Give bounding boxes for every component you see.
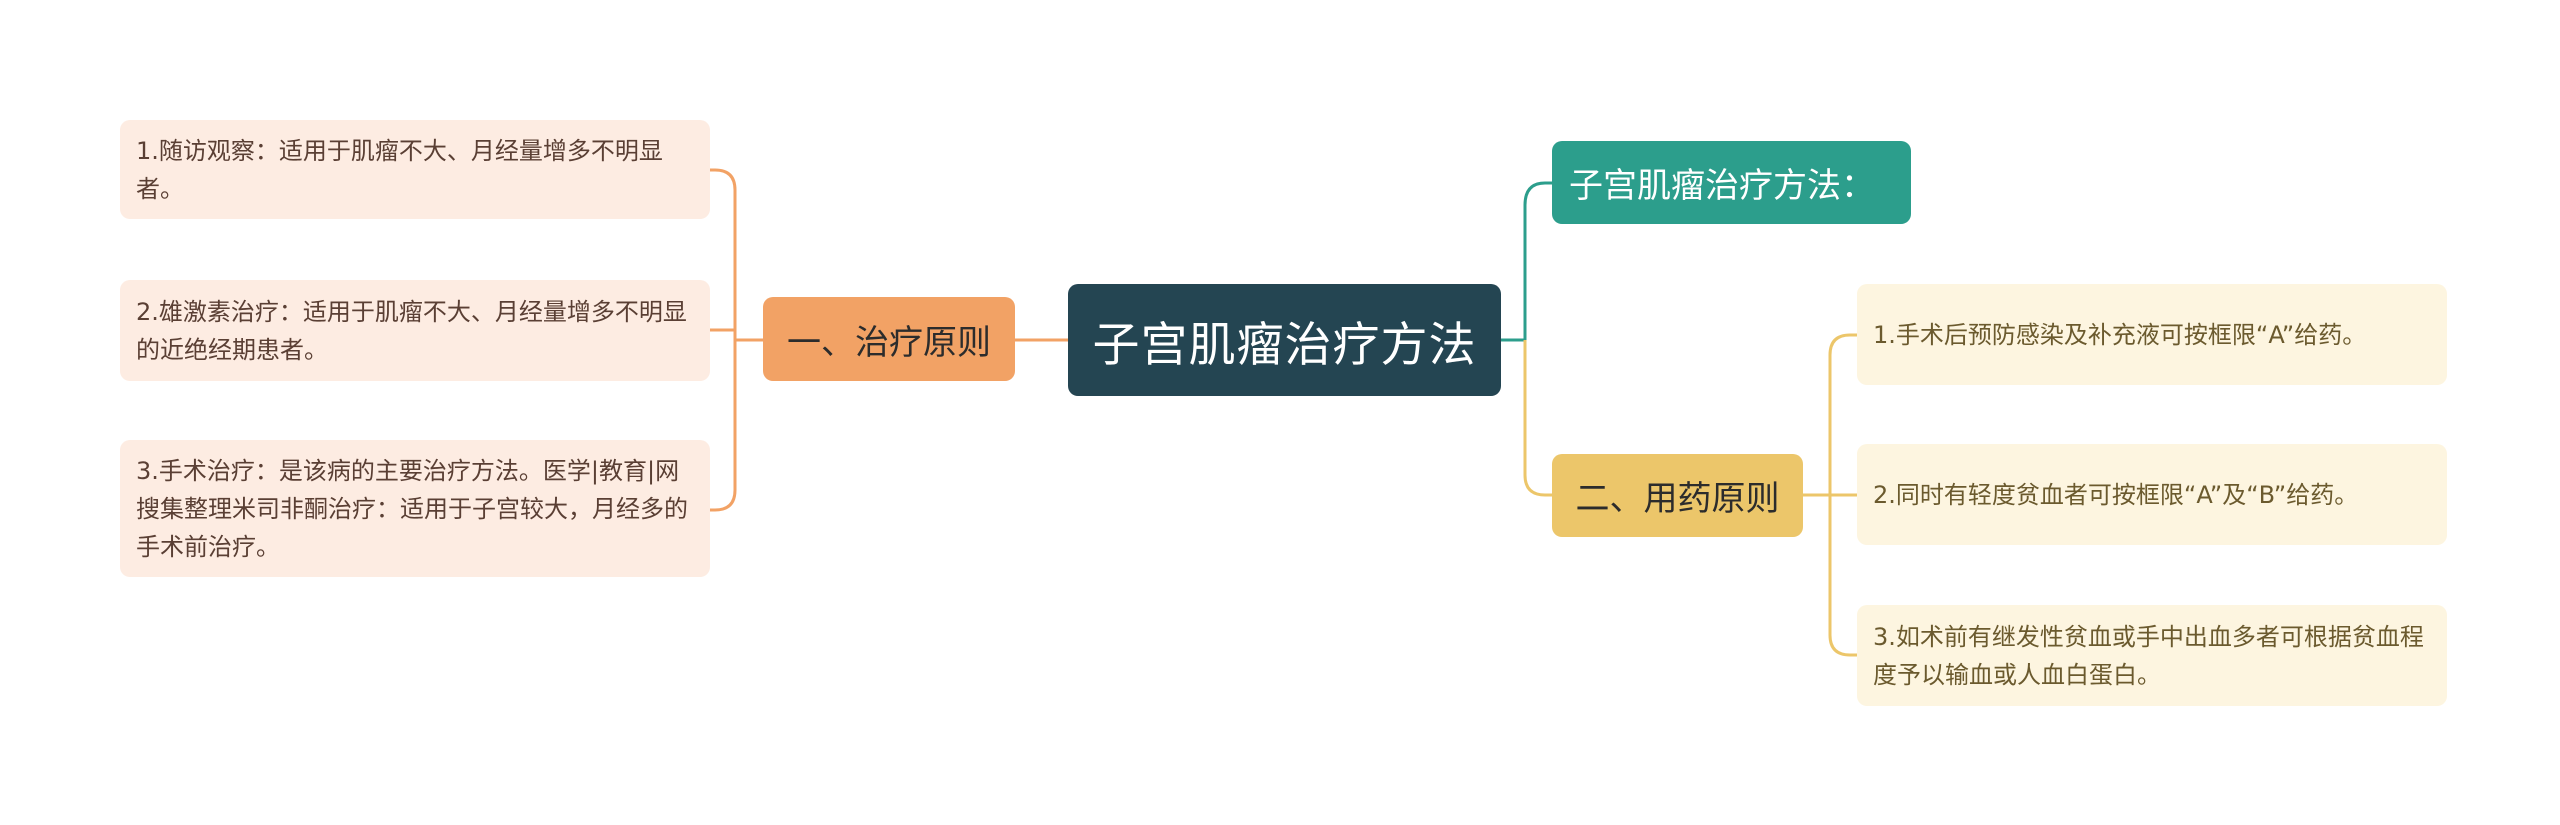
branch-label: 二、用药原则	[1575, 479, 1780, 519]
leaf-text: 1.手术后预防感染及补充液可按框限“A”给药。	[1873, 320, 2367, 349]
connector-root-right	[1523, 340, 1552, 497]
leaf-right-3[interactable]: 3.如术前有继发性贫血或手中出血多者可根据贫血程度予以输血或人血白蛋白。	[1857, 605, 2447, 706]
leaf-text: 3.如术前有继发性贫血或手中出血多者可根据贫血程度予以输血或人血白蛋白。	[1873, 622, 2424, 689]
connector-right-leaves	[1803, 333, 1857, 657]
branch-label: 子宫肌瘤治疗方法：	[1569, 166, 1875, 206]
leaf-text: 3.手术治疗：是该病的主要治疗方法。医学|教育|网搜集整理米司非酮治疗：适用于子…	[136, 456, 688, 561]
leaf-left-2[interactable]: 2.雄激素治疗：适用于肌瘤不大、月经量增多不明显的近绝经期患者。	[120, 280, 710, 381]
root-label: 子宫肌瘤治疗方法	[1092, 317, 1477, 373]
leaf-text: 2.雄激素治疗：适用于肌瘤不大、月经量增多不明显的近绝经期患者。	[136, 297, 687, 364]
leaf-right-1[interactable]: 1.手术后预防感染及补充液可按框限“A”给药。	[1857, 284, 2447, 385]
connector-root-top	[1501, 181, 1552, 342]
branch-medication-principles[interactable]: 二、用药原则	[1552, 454, 1803, 537]
connector-left-leaves	[710, 168, 763, 512]
leaf-left-3[interactable]: 3.手术治疗：是该病的主要治疗方法。医学|教育|网搜集整理米司非酮治疗：适用于子…	[120, 440, 710, 577]
leaf-right-2[interactable]: 2.同时有轻度贫血者可按框限“A”及“B”给药。	[1857, 444, 2447, 545]
leaf-text: 1.随访观察：适用于肌瘤不大、月经量增多不明显者。	[136, 136, 663, 203]
branch-treatment-principles[interactable]: 一、治疗原则	[763, 297, 1015, 381]
leaf-left-1[interactable]: 1.随访观察：适用于肌瘤不大、月经量增多不明显者。	[120, 120, 710, 219]
leaf-text: 2.同时有轻度贫血者可按框限“A”及“B”给药。	[1873, 480, 2359, 509]
branch-label: 一、治疗原则	[787, 322, 991, 363]
branch-treatment-methods[interactable]: 子宫肌瘤治疗方法：	[1552, 141, 1911, 224]
root-node[interactable]: 子宫肌瘤治疗方法	[1068, 284, 1501, 396]
